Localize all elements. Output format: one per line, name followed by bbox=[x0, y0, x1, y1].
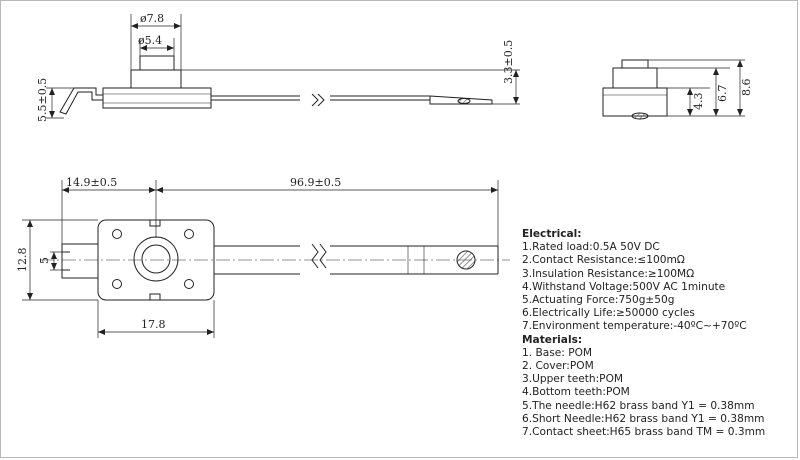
mount-hole bbox=[112, 279, 122, 289]
mount-hole bbox=[184, 279, 194, 289]
plan-view bbox=[40, 219, 510, 301]
material-item: 4.Bottom teeth:POM bbox=[522, 386, 630, 399]
electrical-item: 3.Insulation Resistance:≥100MΩ bbox=[522, 267, 695, 280]
mount-hole bbox=[184, 229, 194, 239]
dim-plan-width: 17.8 bbox=[141, 318, 166, 331]
specifications-panel: Electrical: 1.Rated load:0.5A 50V DC 2.C… bbox=[522, 228, 792, 439]
short-needle bbox=[61, 243, 99, 279]
break-mark-icon bbox=[311, 243, 327, 269]
material-item: 7.Contact sheet:H65 brass band TM = 0.3m… bbox=[522, 426, 766, 439]
electrical-item: 2.Contact Resistance:≤100mΩ bbox=[522, 254, 685, 267]
bent-terminal bbox=[59, 87, 103, 115]
material-item: 2. Cover:POM bbox=[522, 360, 594, 373]
break-mark-icon bbox=[311, 93, 325, 107]
dim-side-h2: 6.7 bbox=[716, 85, 729, 103]
dim-plan-left: 14.9±0.5 bbox=[66, 176, 117, 189]
dim-plan-height: 12.8 bbox=[16, 248, 29, 273]
button-inner-ring bbox=[141, 244, 171, 274]
side-view bbox=[602, 59, 668, 120]
switch-collar bbox=[130, 69, 182, 89]
side-body bbox=[602, 87, 668, 117]
side-view-dimensions bbox=[648, 59, 745, 117]
materials-heading: Materials: bbox=[522, 333, 583, 346]
material-item: 5.The needle:H62 brass band Y1 = 0.38mm bbox=[522, 399, 755, 412]
side-collar bbox=[612, 67, 658, 89]
electrical-item: 1.Rated load:0.5A 50V DC bbox=[522, 241, 660, 254]
dim-height-left: 5.5±0.5 bbox=[36, 78, 49, 122]
dim-side-h1: 4.3 bbox=[692, 93, 705, 111]
plan-view-dimensions bbox=[22, 180, 499, 338]
switch-body bbox=[102, 87, 212, 109]
side-button bbox=[621, 59, 649, 69]
material-item: 3.Upper teeth:POM bbox=[522, 373, 624, 386]
electrical-item: 7.Environment temperature:-40ºC~+70ºC bbox=[522, 320, 747, 333]
dim-outer-diameter: ø7.8 bbox=[140, 12, 164, 25]
electrical-item: 5.Actuating Force:750g±50g bbox=[522, 294, 675, 307]
dim-inner-diameter: ø5.4 bbox=[138, 34, 162, 47]
mount-hole bbox=[112, 229, 122, 239]
material-item: 1. Base: POM bbox=[522, 346, 593, 359]
electrical-heading: Electrical: bbox=[522, 228, 582, 240]
dim-plan-right: 96.9±0.5 bbox=[290, 176, 341, 189]
dim-plan-slot: 5 bbox=[38, 257, 51, 264]
front-view-dimensions bbox=[46, 14, 520, 119]
material-item: 6.Short Needle:H62 brass band Y1 = 0.38m… bbox=[522, 412, 765, 425]
electrical-item: 6.Electrically Life:≥50000 cycles bbox=[522, 307, 695, 320]
front-view bbox=[59, 55, 493, 115]
push-button bbox=[139, 55, 175, 71]
electrical-item: 4.Withstand Voltage:500V AC 1minute bbox=[522, 280, 726, 293]
dim-height-right: 3.3±0.5 bbox=[502, 40, 515, 84]
dim-side-h3: 8.6 bbox=[740, 79, 753, 97]
